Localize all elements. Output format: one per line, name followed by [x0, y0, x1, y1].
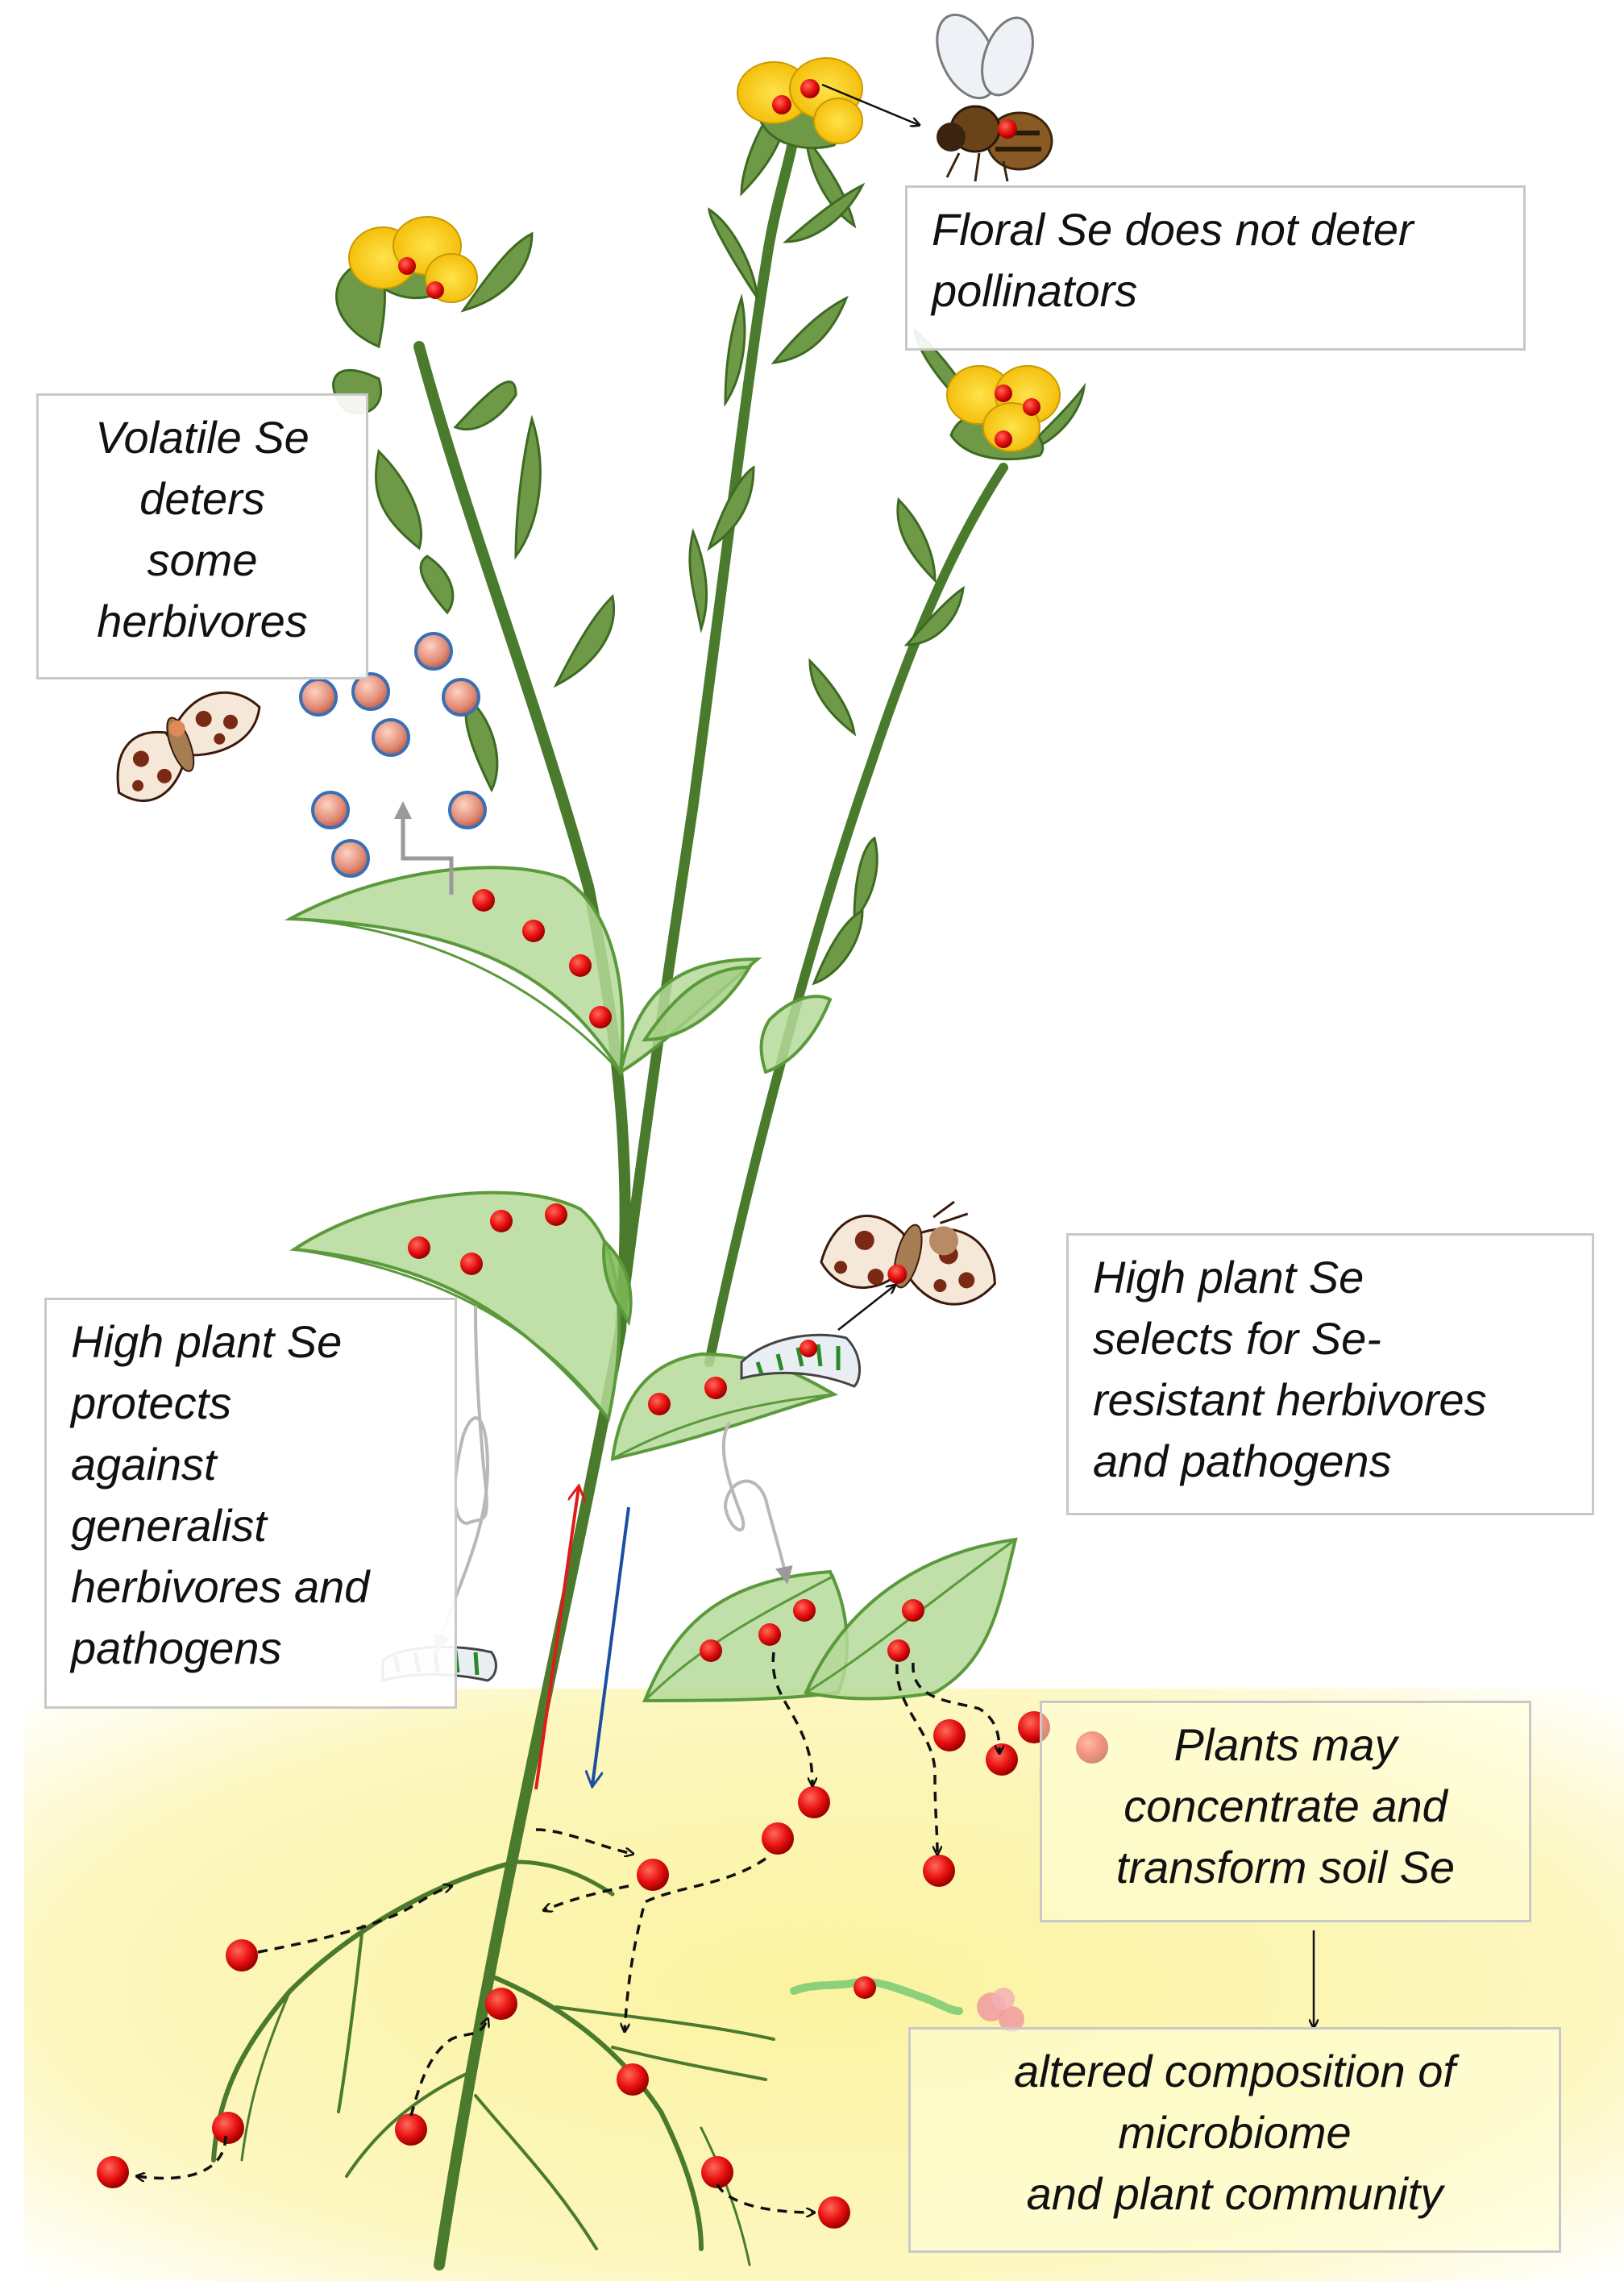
callout-line: against [71, 1439, 217, 1490]
callout-line: transform soil Se [1115, 1842, 1456, 1893]
roots [211, 1859, 775, 2266]
protects-callout: High plant Se protects against generalis… [44, 1298, 457, 1709]
volatile-selenium [299, 632, 487, 878]
callout-line: and plant community [1026, 2168, 1443, 2219]
selenium-flux-arrows [137, 1652, 999, 2212]
moth-icon [820, 1200, 996, 1306]
callout-line: Volatile Se [95, 412, 309, 463]
callout-line: concentrate and [1124, 1780, 1447, 1831]
callout-line: protects [71, 1377, 232, 1428]
leaf-veins [293, 917, 1016, 1702]
uptake-arrow [534, 1487, 579, 1790]
resistant-herbivore-arrow [837, 1286, 895, 1331]
callout-line: pathogens [71, 1622, 282, 1673]
plant-selenium [408, 889, 924, 1662]
narrow-leaves [332, 85, 1086, 986]
callout-line: generalist [71, 1500, 267, 1551]
bee-icon [936, 13, 1053, 182]
flower-icon [348, 216, 478, 303]
plant-stems [413, 131, 1008, 2271]
callout-line: altered composition of [1014, 2046, 1456, 2096]
callout-line: resistant herbivores [1093, 1374, 1487, 1425]
callout-line: High plant Se [1093, 1252, 1364, 1303]
translocation-down-arrow [592, 1506, 630, 1785]
callout-line: and pathogens [1093, 1435, 1392, 1486]
callout-line: deters [139, 473, 265, 524]
moth-icon [116, 691, 261, 803]
volatilization-arrow [394, 801, 454, 895]
callout-line: some [147, 534, 258, 585]
callout-line: High plant Se [71, 1316, 343, 1367]
volatile-se-callout: Volatile Se deters some herbivores [36, 393, 368, 679]
callout-line: pollinators [932, 265, 1138, 316]
flower-icon [737, 57, 863, 150]
caterpillar-icon [740, 1333, 862, 1388]
pollinator-arrow [821, 83, 919, 125]
callout-line: selects for Se- [1093, 1313, 1381, 1364]
callout-line: Floral Se does not deter [932, 204, 1414, 255]
microbiome-callout: altered composition of microbiome and pl… [908, 2027, 1561, 2253]
callout-line: herbivores and [71, 1561, 370, 1612]
callout-line: herbivores [97, 596, 308, 646]
microbe-icon [790, 1976, 1024, 2032]
flower-icon [946, 365, 1061, 461]
callout-line: Plants may [1173, 1719, 1398, 1770]
floral-se-callout: Floral Se does not deter pollinators [905, 185, 1526, 351]
concentrate-callout: Plants may concentrate and transform soi… [1040, 1701, 1531, 1922]
selects-callout: High plant Se selects for Se- resistant … [1066, 1233, 1594, 1515]
herbivory-arrow [721, 1421, 793, 1585]
callout-line: microbiome [1118, 2107, 1352, 2158]
